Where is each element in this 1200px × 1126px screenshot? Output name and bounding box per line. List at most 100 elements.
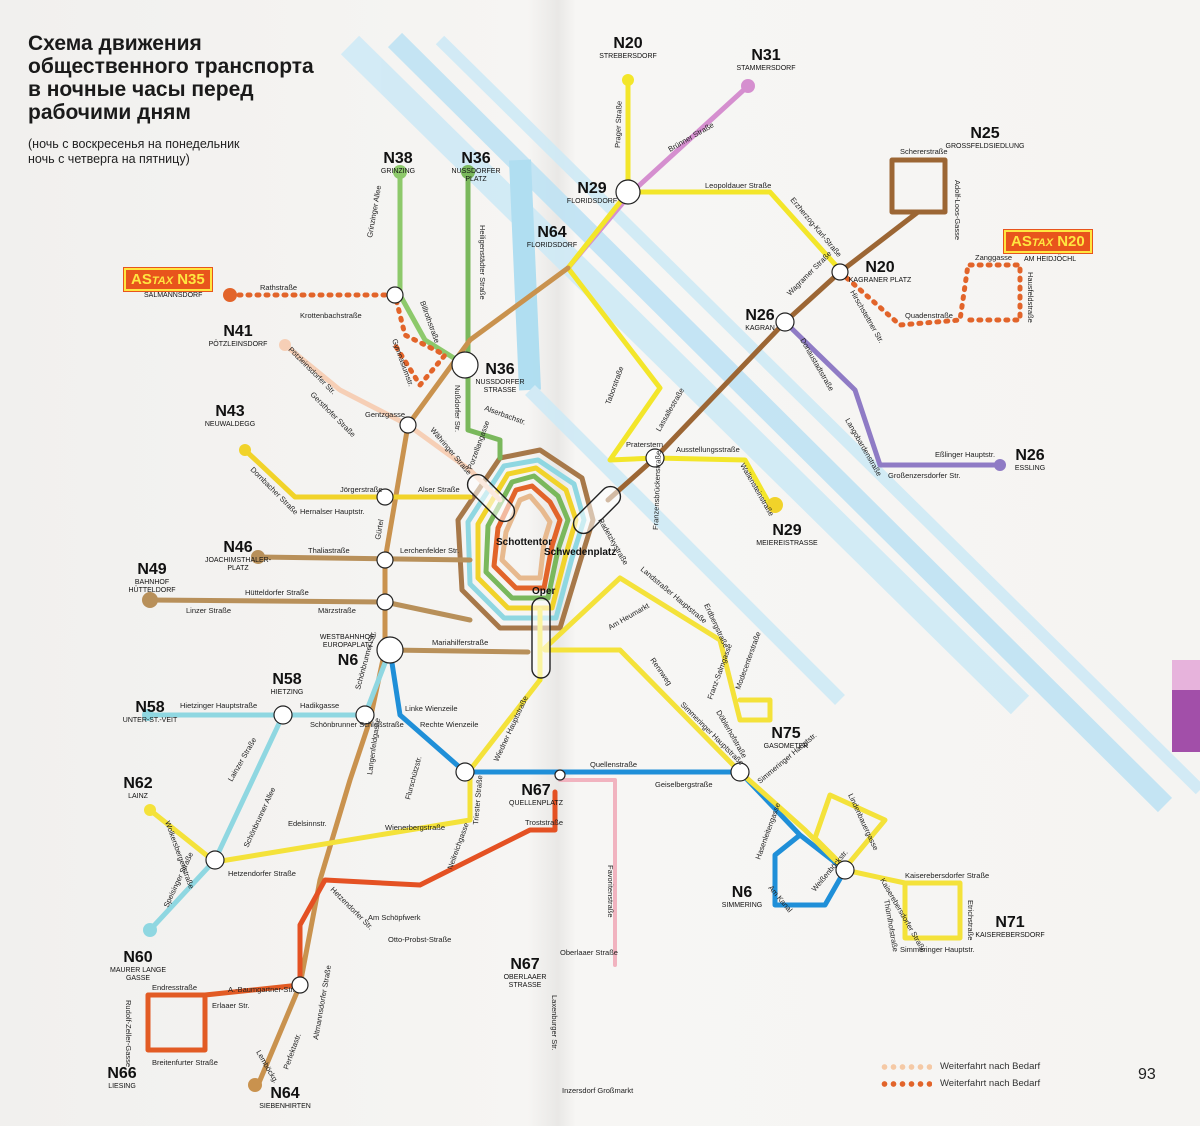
- svg-text:Altmannsdorfer Straße: Altmannsdorfer Straße: [311, 964, 333, 1040]
- svg-text:Erdbergstraße: Erdbergstraße: [702, 602, 730, 649]
- svg-text:N29: N29: [577, 180, 606, 197]
- svg-text:Krottenbachstraße: Krottenbachstraße: [300, 311, 362, 320]
- legend-label: Weiterfahrt nach Bedarf: [940, 1078, 1041, 1089]
- svg-text:Am Kanal: Am Kanal: [766, 884, 794, 915]
- svg-text:N41: N41: [223, 323, 252, 340]
- svg-text:N31: N31: [751, 47, 780, 64]
- schwedenplatz-capsule: [572, 485, 622, 535]
- svg-text:Gentzgasse: Gentzgasse: [365, 410, 405, 419]
- svg-text:Rudolf-Zeller-Gasse: Rudolf-Zeller-Gasse: [124, 1000, 133, 1067]
- svg-text:N6: N6: [732, 884, 753, 901]
- station-margaretenguertel: [455, 762, 475, 782]
- svg-text:Hetzendorfer Straße: Hetzendorfer Straße: [228, 869, 296, 878]
- hub-oper: Oper: [532, 586, 555, 597]
- hub-capsules: [466, 473, 622, 679]
- route-n46: [255, 554, 473, 563]
- svg-text:Simmeringer Hauptstr.: Simmeringer Hauptstr.: [900, 945, 975, 954]
- svg-text:N66: N66: [107, 1065, 136, 1082]
- svg-text:N58: N58: [135, 699, 164, 716]
- route-n62: [147, 677, 543, 865]
- hub-schottentor: Schottentor: [496, 537, 552, 548]
- svg-text:Alser Straße: Alser Straße: [418, 485, 460, 494]
- svg-text:N46: N46: [223, 539, 252, 556]
- svg-text:Heiligenstädter Straße: Heiligenstädter Straße: [478, 225, 487, 300]
- astax-badge-n20: ASTAX N20: [1003, 229, 1093, 254]
- station-hietzing: [273, 705, 293, 725]
- svg-text:Modecenterstraße: Modecenterstraße: [733, 630, 762, 690]
- svg-text:FLORIDSDORF: FLORIDSDORF: [567, 198, 617, 205]
- svg-text:SIEBENHIRTEN: SIEBENHIRTEN: [259, 1103, 311, 1110]
- svg-text:N43: N43: [215, 403, 244, 420]
- svg-text:Gürtel: Gürtel: [373, 518, 385, 540]
- svg-text:Großenzersdorfer Str.: Großenzersdorfer Str.: [888, 471, 961, 480]
- svg-text:Rathstraße: Rathstraße: [260, 283, 297, 292]
- subtitle-line: ночь с четверга на пятницу): [28, 152, 190, 166]
- svg-text:N71: N71: [995, 914, 1024, 931]
- svg-text:KAGRAN: KAGRAN: [745, 325, 775, 332]
- section-tab-light: [1172, 660, 1200, 690]
- svg-text:STAMMERSDORF: STAMMERSDORF: [737, 65, 796, 72]
- route-n20-north: [625, 77, 843, 273]
- svg-text:Lerchenfelder Str.: Lerchenfelder Str.: [400, 546, 459, 555]
- svg-text:Taborstraße: Taborstraße: [603, 365, 625, 406]
- svg-text:JOACHIMSTHALER-PLATZ: JOACHIMSTHALER-PLATZ: [205, 557, 272, 572]
- termini: [142, 74, 1006, 1092]
- svg-text:Dornbacher Straße: Dornbacher Straße: [249, 465, 300, 516]
- station-kagraner-platz: [831, 263, 849, 281]
- svg-text:Wagramer Straße: Wagramer Straße: [785, 249, 833, 297]
- station-baumgartner: [291, 976, 309, 994]
- station-maerzstr: [376, 593, 394, 611]
- svg-text:Breitenfurter Straße: Breitenfurter Straße: [152, 1058, 218, 1067]
- legend-row: Weiterfahrt nach Bedarf: [880, 1075, 1040, 1092]
- route-n58: [145, 647, 393, 718]
- svg-text:N26: N26: [745, 307, 774, 324]
- svg-text:Wienerbergstraße: Wienerbergstraße: [385, 823, 445, 832]
- svg-text:N25: N25: [970, 125, 999, 142]
- hub-praterstern: Praterstern: [626, 440, 663, 449]
- svg-text:N62: N62: [123, 775, 152, 792]
- svg-text:UNTER-ST.-VEIT: UNTER-ST.-VEIT: [123, 717, 178, 724]
- station-floridsdorf: [615, 179, 641, 205]
- station-kagran: [775, 312, 795, 332]
- svg-text:N75: N75: [771, 725, 800, 742]
- svg-text:PÖTZLEINSDORF: PÖTZLEINSDORF: [209, 340, 268, 348]
- svg-text:Edelsinnstr.: Edelsinnstr.: [288, 819, 327, 828]
- svg-text:Zanggasse: Zanggasse: [975, 253, 1012, 262]
- svg-text:Am Heumarkt: Am Heumarkt: [607, 601, 652, 632]
- svg-text:SIMMERING: SIMMERING: [722, 902, 762, 909]
- station-thaliastr: [376, 551, 394, 569]
- svg-text:Hetzendorfer Str.: Hetzendorfer Str.: [329, 885, 375, 931]
- svg-text:Märzstraße: Märzstraße: [318, 606, 356, 615]
- station-billroth: [386, 286, 404, 304]
- legend-row: Weiterfahrt nach Bedarf: [880, 1058, 1040, 1075]
- svg-text:Erlaaer Str.: Erlaaer Str.: [212, 1001, 250, 1010]
- svg-text:LIESING: LIESING: [108, 1083, 136, 1090]
- svg-text:Erzherzog-Karl-Straße: Erzherzog-Karl-Straße: [788, 196, 843, 259]
- svg-text:Quadenstraße: Quadenstraße: [905, 311, 953, 320]
- svg-text:STREBERSDORF: STREBERSDORF: [599, 53, 657, 60]
- page-subtitle: (ночь с воскресенья на понедельник ночь …: [28, 137, 328, 167]
- station-gentzgasse: [399, 416, 417, 434]
- svg-text:Rechte Wienzeile: Rechte Wienzeile: [420, 720, 478, 729]
- svg-text:Quellenstraße: Quellenstraße: [590, 760, 637, 769]
- svg-text:GASOMETER: GASOMETER: [764, 743, 809, 750]
- astax-n20-route: [837, 262, 1023, 328]
- legend: Weiterfahrt nach Bedarf Weiterfahrt nach…: [880, 1058, 1040, 1092]
- svg-text:Laxenburger Str.: Laxenburger Str.: [550, 995, 559, 1050]
- station-praterstern: [645, 448, 665, 468]
- svg-text:NEUWALDEGG: NEUWALDEGG: [205, 421, 255, 428]
